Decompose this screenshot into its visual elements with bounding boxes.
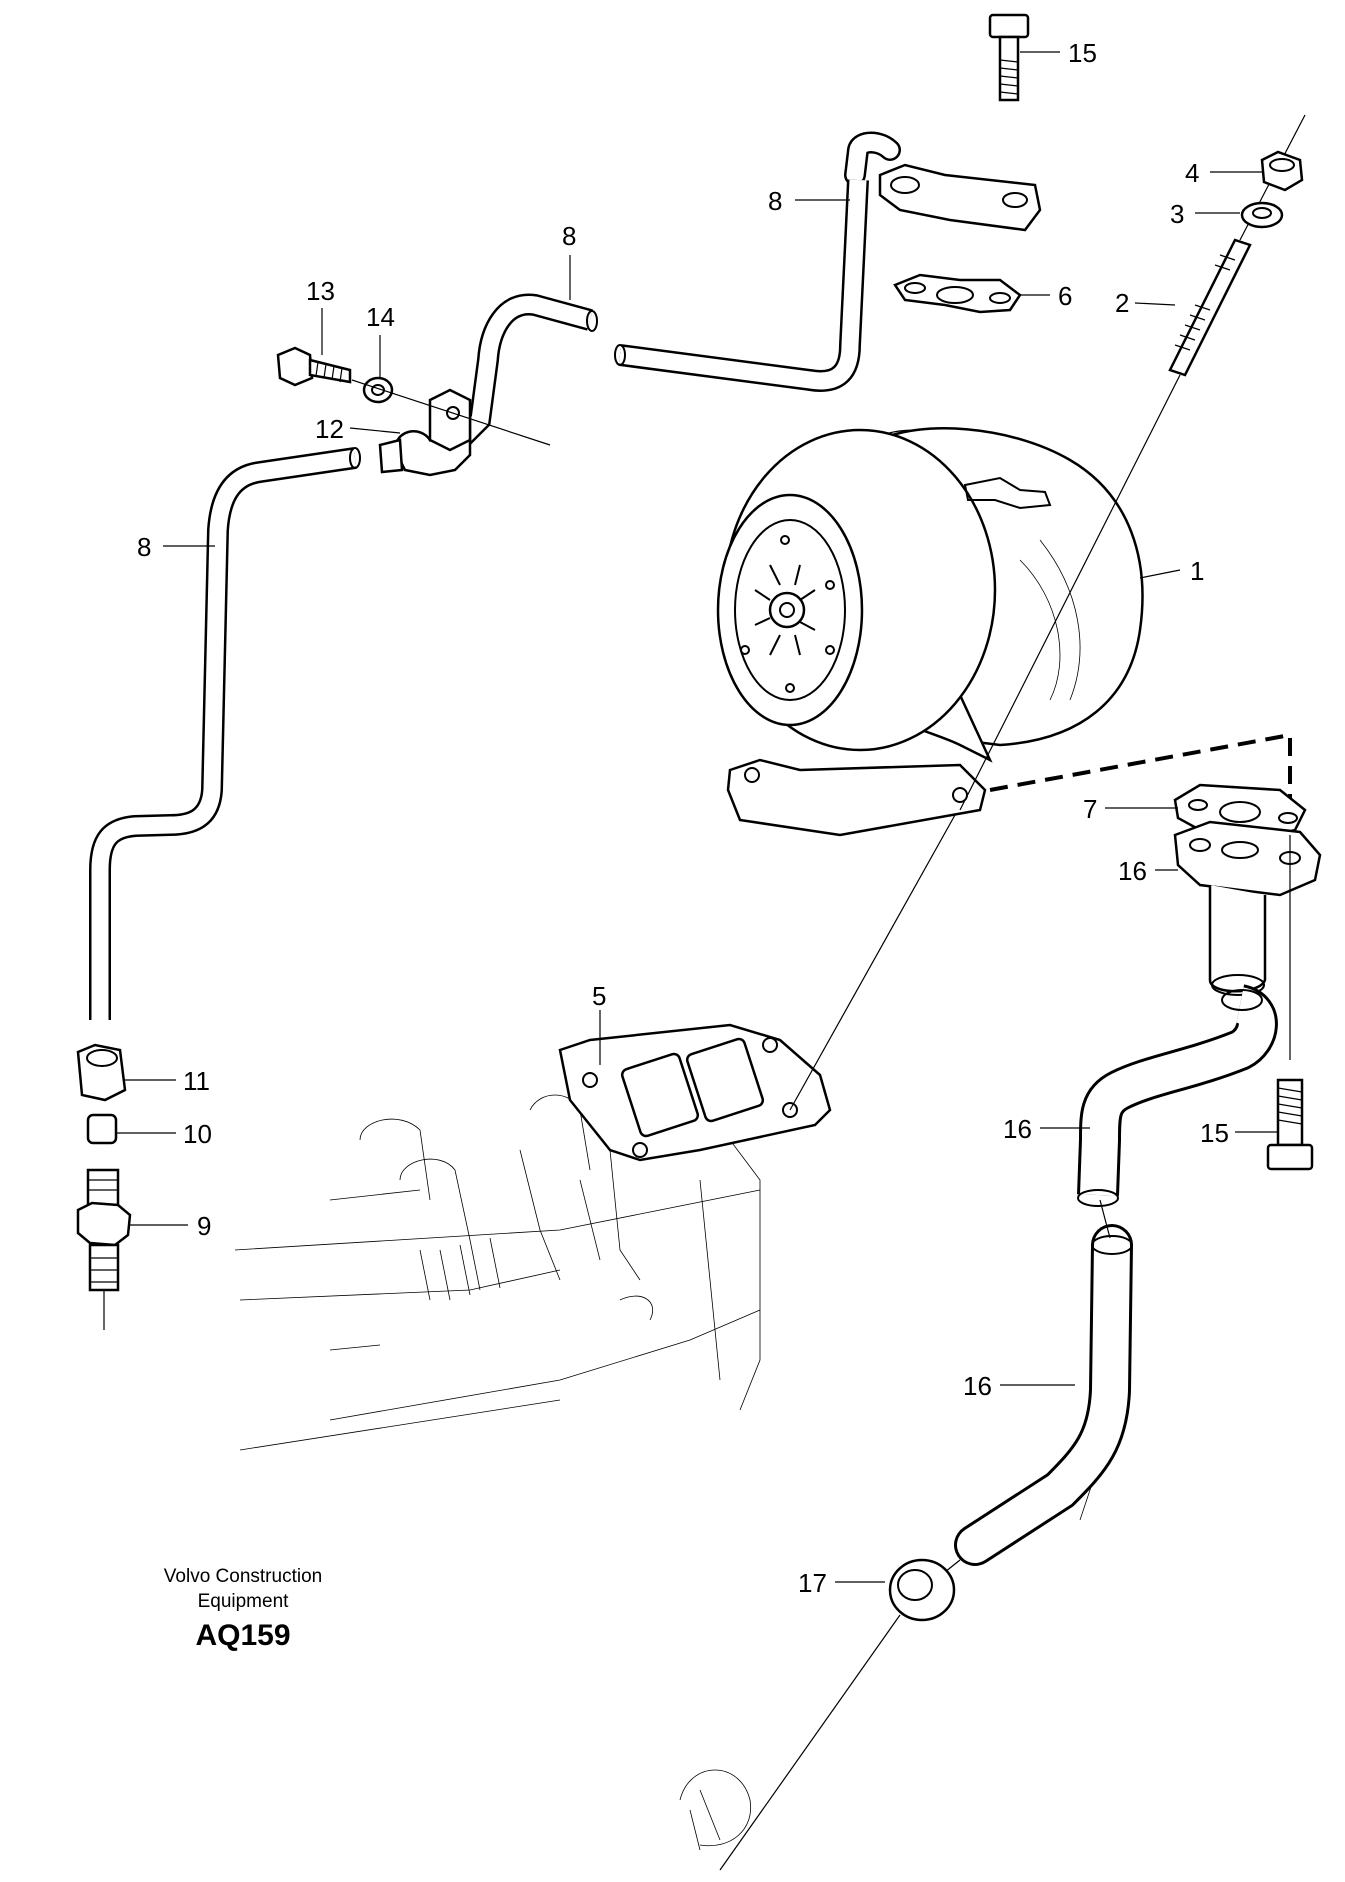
caption-division: Equipment [198,1591,290,1612]
oil-return-flange [1173,820,1322,996]
callout-15-top: 15 [1068,38,1097,68]
union-nut [76,1043,127,1102]
oil-pipe-upper [452,131,901,448]
caption: Volvo Construction Equipment AQ159 [164,1566,322,1652]
callout-12: 12 [315,414,344,444]
callout-8-mid: 8 [562,221,576,251]
leader-lines [116,51,1278,1583]
callout-1: 1 [1190,556,1204,586]
callout-7: 7 [1083,794,1097,824]
engine-block-outline [234,1094,1101,1851]
clamp-axis-line [351,379,551,446]
pipe-clamp [393,388,472,477]
callout-11: 11 [183,1066,210,1096]
oil-return-pipe [954,1224,1133,1566]
oil-return-hose [1077,984,1278,1207]
oil-pipe-flange [878,163,1042,232]
callout-8-top: 8 [768,186,782,216]
callout-15-lower: 15 [1200,1118,1229,1148]
clamp-washer [362,376,394,404]
callout-10: 10 [183,1119,212,1149]
callout-4: 4 [1185,158,1199,188]
callout-2: 2 [1115,288,1129,318]
turbocharger [716,427,1144,837]
gasket-upper [893,273,1022,314]
olive-ring [86,1113,118,1145]
stud [1168,238,1252,377]
callout-13: 13 [306,276,335,306]
callout-labels: 1 2 3 4 5 6 7 8 8 8 9 10 11 12 13 14 15 … [137,38,1229,1598]
callout-9: 9 [197,1211,211,1241]
callout-17: 17 [798,1568,827,1598]
callout-16-pipe: 16 [963,1371,992,1401]
callout-16-flange: 16 [1118,856,1147,886]
sealing-ring [888,1558,956,1622]
callout-16-hose: 16 [1003,1114,1032,1144]
clamp-bolt [276,346,352,387]
gasket-axis-line [789,814,956,1111]
bolt-top [988,13,1030,102]
callout-8-left: 8 [137,532,151,562]
callout-3: 3 [1170,199,1184,229]
caption-company: Volvo Construction [164,1566,322,1587]
bolt-lower [1266,1078,1314,1171]
caption-code: AQ159 [195,1619,290,1652]
assembly-dashed-line [989,732,1292,800]
nut [1260,150,1304,192]
exhaust-gasket [558,1023,832,1162]
nipple-fitting [76,1168,132,1330]
callout-5: 5 [592,981,606,1011]
return-axis-line [719,1199,1111,1871]
callout-14: 14 [366,302,395,332]
oil-pipe-left [89,438,404,1020]
callout-6: 6 [1058,281,1072,311]
washer [1240,201,1284,229]
